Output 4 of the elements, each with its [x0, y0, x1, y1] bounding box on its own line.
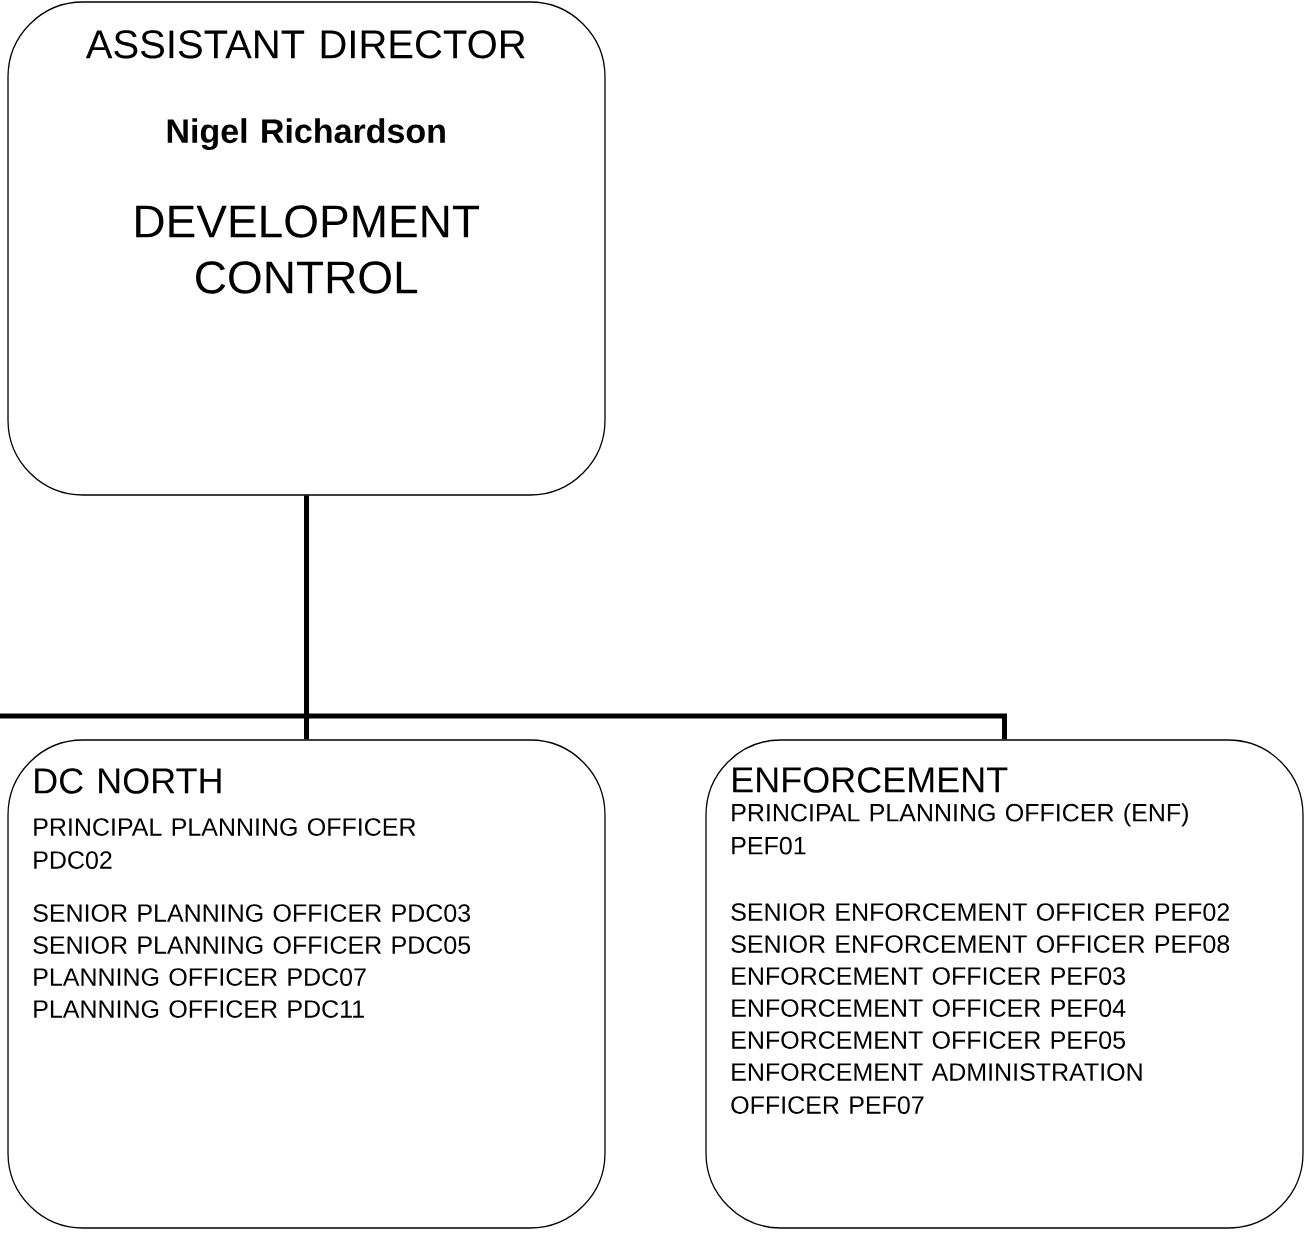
org-box: DC NORTH PRINCIPAL PLANNING OFFICER PDC02 SENIOR PLANNING OFFICER PDC03 SENIOR PLANNING OFFICER PDC05 PLANNING OFFICER PDC07 PLANNING OFFICER PDC11 — [7, 739, 606, 1229]
org-box: ASSISTANT DIRECTOR Nigel Richardson DEVELOPMENT CONTROL — [7, 1, 606, 496]
connector-line — [0, 495, 309, 719]
org-box: ENFORCEMENT PRINCIPAL PLANNING OFFICER (ENF) PEF01 SENIOR ENFORCEMENT OFFICER PEF02 SENIOR ENFORCEMENT OFFICER PEF08 ENFORCEMENT OFFICER PEF03 ENFORCEMENT OFFICER PEF04 ENFORCEMENT OFFICER PEF05 ENFORCEMENT ADMINISTRATION OFFICER PEF07 — [705, 739, 1304, 1229]
